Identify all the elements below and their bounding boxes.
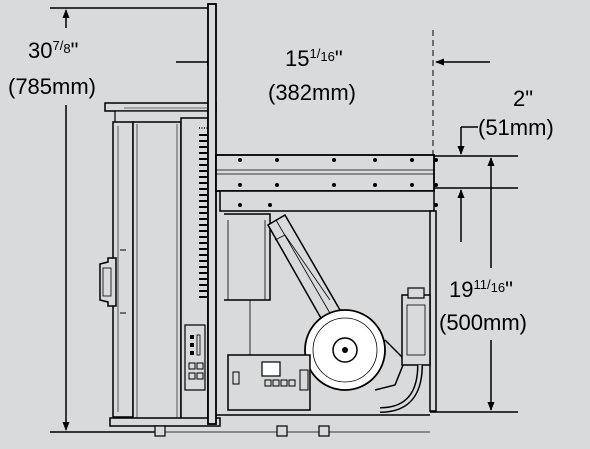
- auger-tube: [266, 213, 342, 322]
- rivet: [434, 158, 438, 162]
- stove-front-panel: [112, 117, 209, 423]
- offset-metric-label: (51mm): [478, 115, 554, 140]
- rivet: [238, 183, 242, 187]
- dimension-offset-lines: [432, 126, 518, 242]
- rivet: [332, 158, 336, 162]
- rivet: [373, 183, 377, 187]
- rivet: [268, 203, 272, 207]
- internal-frame: [216, 300, 430, 416]
- housing-rivets: [238, 158, 438, 207]
- electronic-control-board: [227, 354, 311, 411]
- depth-imperial-label: 151/16": [285, 46, 343, 71]
- rivet: [434, 203, 438, 207]
- rivet: [275, 158, 279, 162]
- door-handle: [99, 249, 126, 314]
- back-wall-flange: [207, 3, 217, 425]
- rivet: [410, 183, 414, 187]
- height-metric-label: (785mm): [8, 74, 96, 99]
- internal-bracket: [224, 213, 271, 301]
- combustion-fan: [304, 309, 406, 391]
- rivet: [410, 158, 414, 162]
- height-imperial-label: 307/8": [28, 38, 78, 63]
- offset-imperial-label: 2": [513, 86, 533, 111]
- exhaust-motor: [401, 287, 431, 366]
- depth-metric-label: (382mm): [268, 80, 356, 105]
- rivet: [275, 183, 279, 187]
- rivet: [238, 203, 242, 207]
- rear-housing: [215, 154, 437, 412]
- rivet: [373, 158, 377, 162]
- vent-slots: [199, 134, 207, 298]
- rivet: [238, 158, 242, 162]
- vent-height-metric-label: (500mm): [439, 310, 527, 335]
- dimension-vent-height-lines: [430, 157, 518, 413]
- rivet: [434, 183, 438, 187]
- exhaust-pipe-elbow: [379, 364, 423, 413]
- vent-height-imperial-label: 1911/16": [449, 277, 513, 302]
- base-and-feet: [100, 417, 430, 437]
- control-panel-front: [184, 324, 206, 391]
- rivet: [332, 183, 336, 187]
